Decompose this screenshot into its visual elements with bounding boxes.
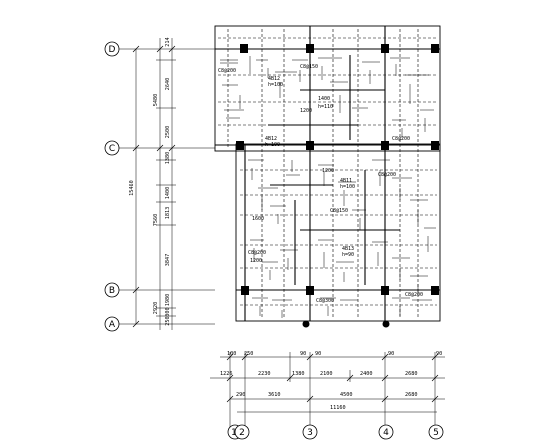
dim-bottom-r1: 1226 (220, 371, 233, 377)
bottom-dimension-ticks (226, 353, 439, 403)
bottom-tick-label: 250 (244, 351, 253, 357)
dim-inner-3: 2500 (165, 126, 171, 139)
dim-c-b: 7560 (153, 214, 159, 227)
slab-label: C8@200 (392, 136, 410, 142)
dim-inner-7: 3847 (165, 254, 171, 267)
slab-label: C8@300 (316, 298, 334, 304)
dim-bottom-r2: 3610 (268, 392, 281, 398)
slab-label: 1200 (322, 168, 334, 174)
column (306, 286, 314, 295)
axis-label-3: 3 (307, 428, 313, 438)
slab-label: C8@150 (330, 208, 348, 214)
column-axis-bubbles: 1 2 3 4 5 (227, 424, 444, 440)
axis-label-1: 1 (231, 428, 237, 438)
slab-label: h=100 (268, 82, 283, 88)
dim-inner-4: 1380 (165, 152, 171, 165)
dim-bottom-r2: 4500 (340, 392, 353, 398)
bottom-tick-label: 100 (227, 351, 236, 357)
slab-label: 4B12 (265, 136, 277, 142)
slab-label: C8@200 (248, 250, 266, 256)
dim-total-height: 15460 (129, 180, 135, 196)
slab-label: C8@200 (218, 68, 236, 74)
dim-inner-8: 1980 (165, 294, 171, 307)
column-round (382, 320, 390, 328)
dim-inner-1: 214 (165, 37, 171, 46)
rebar-marks (220, 56, 436, 318)
bottom-tick-label: 90 (315, 351, 321, 357)
slab-label: 1200 (250, 258, 262, 264)
row-axis-bubbles: D C B A (104, 41, 120, 332)
dim-inner-2: 2640 (165, 78, 171, 91)
column (381, 141, 389, 150)
dim-bottom-total: 11160 (330, 405, 346, 411)
column (306, 141, 314, 150)
axis-bubble-2 (234, 424, 250, 440)
slab-label: 1600 (252, 216, 264, 222)
axis-label-4: 4 (383, 428, 389, 438)
slab-label: h=100 (340, 184, 355, 190)
slab-label: h=90 (342, 252, 354, 258)
dim-inner-6: 1813 (165, 207, 171, 220)
column (381, 44, 389, 53)
dim-inner-10: 250 (165, 316, 171, 325)
dim-bottom-r1: 1380 (292, 371, 305, 377)
axis-label-c: C (109, 144, 115, 154)
axis-label-5: 5 (433, 428, 439, 438)
axis-bubble-5 (428, 424, 444, 440)
bottom-dimension-text: 100 250 90 90 90 90 1226 2230 1380 2100 … (220, 351, 442, 411)
column (431, 286, 439, 295)
slab-labels: 4B12 h=100 C8@200 C8@150 1400 1200 h=110… (218, 64, 423, 304)
axis-bubble-4 (378, 424, 394, 440)
slab-label: C8@200 (378, 172, 396, 178)
left-dimension-text: 15460 5480 7560 2920 214 2640 2500 1380 … (129, 37, 171, 325)
column (431, 141, 439, 150)
axis-label-d: D (109, 45, 116, 55)
left-dimension-ticks (132, 45, 176, 328)
dim-d-c: 5480 (153, 94, 159, 107)
column-round (302, 320, 310, 328)
slab-label: C8@200 (405, 292, 423, 298)
slab-label: C8@150 (300, 64, 318, 70)
slab-label: h=110 (318, 104, 333, 110)
slab-label: h=100 (265, 142, 280, 148)
dim-bottom-r2: 2680 (405, 392, 418, 398)
bottom-tick-label: 90 (300, 351, 306, 357)
columns (236, 44, 439, 328)
column (381, 286, 389, 295)
bottom-tick-label: 90 (436, 351, 442, 357)
dim-inner-9: 300 (165, 307, 171, 316)
dim-b-a: 2920 (153, 302, 159, 315)
axis-bubble-3 (302, 424, 318, 440)
dim-bottom-r1: 2100 (320, 371, 333, 377)
slab-label: 1400 (318, 96, 330, 102)
left-dimension-lines (119, 38, 215, 330)
column (240, 44, 248, 53)
slab-label: 4B11 (340, 178, 352, 184)
slab-label: 4B12 (268, 76, 280, 82)
bottom-dimension-lines (210, 352, 445, 430)
axis-label-a: A (109, 320, 116, 330)
dim-bottom-r1: 2230 (258, 371, 271, 377)
column (236, 141, 244, 150)
column (306, 44, 314, 53)
column (241, 286, 249, 295)
dim-bottom-r1: 2400 (360, 371, 373, 377)
axis-label-b: B (109, 286, 115, 296)
dim-bottom-r1: 2680 (405, 371, 418, 377)
column (431, 44, 439, 53)
slab-label: 1200 (300, 108, 312, 114)
axis-label-2: 2 (239, 428, 245, 438)
bottom-tick-label: 90 (388, 351, 394, 357)
dim-inner-5: 1400 (165, 187, 171, 200)
dim-bottom-r2: 290 (236, 392, 245, 398)
slab-label: 4B13 (342, 246, 354, 252)
